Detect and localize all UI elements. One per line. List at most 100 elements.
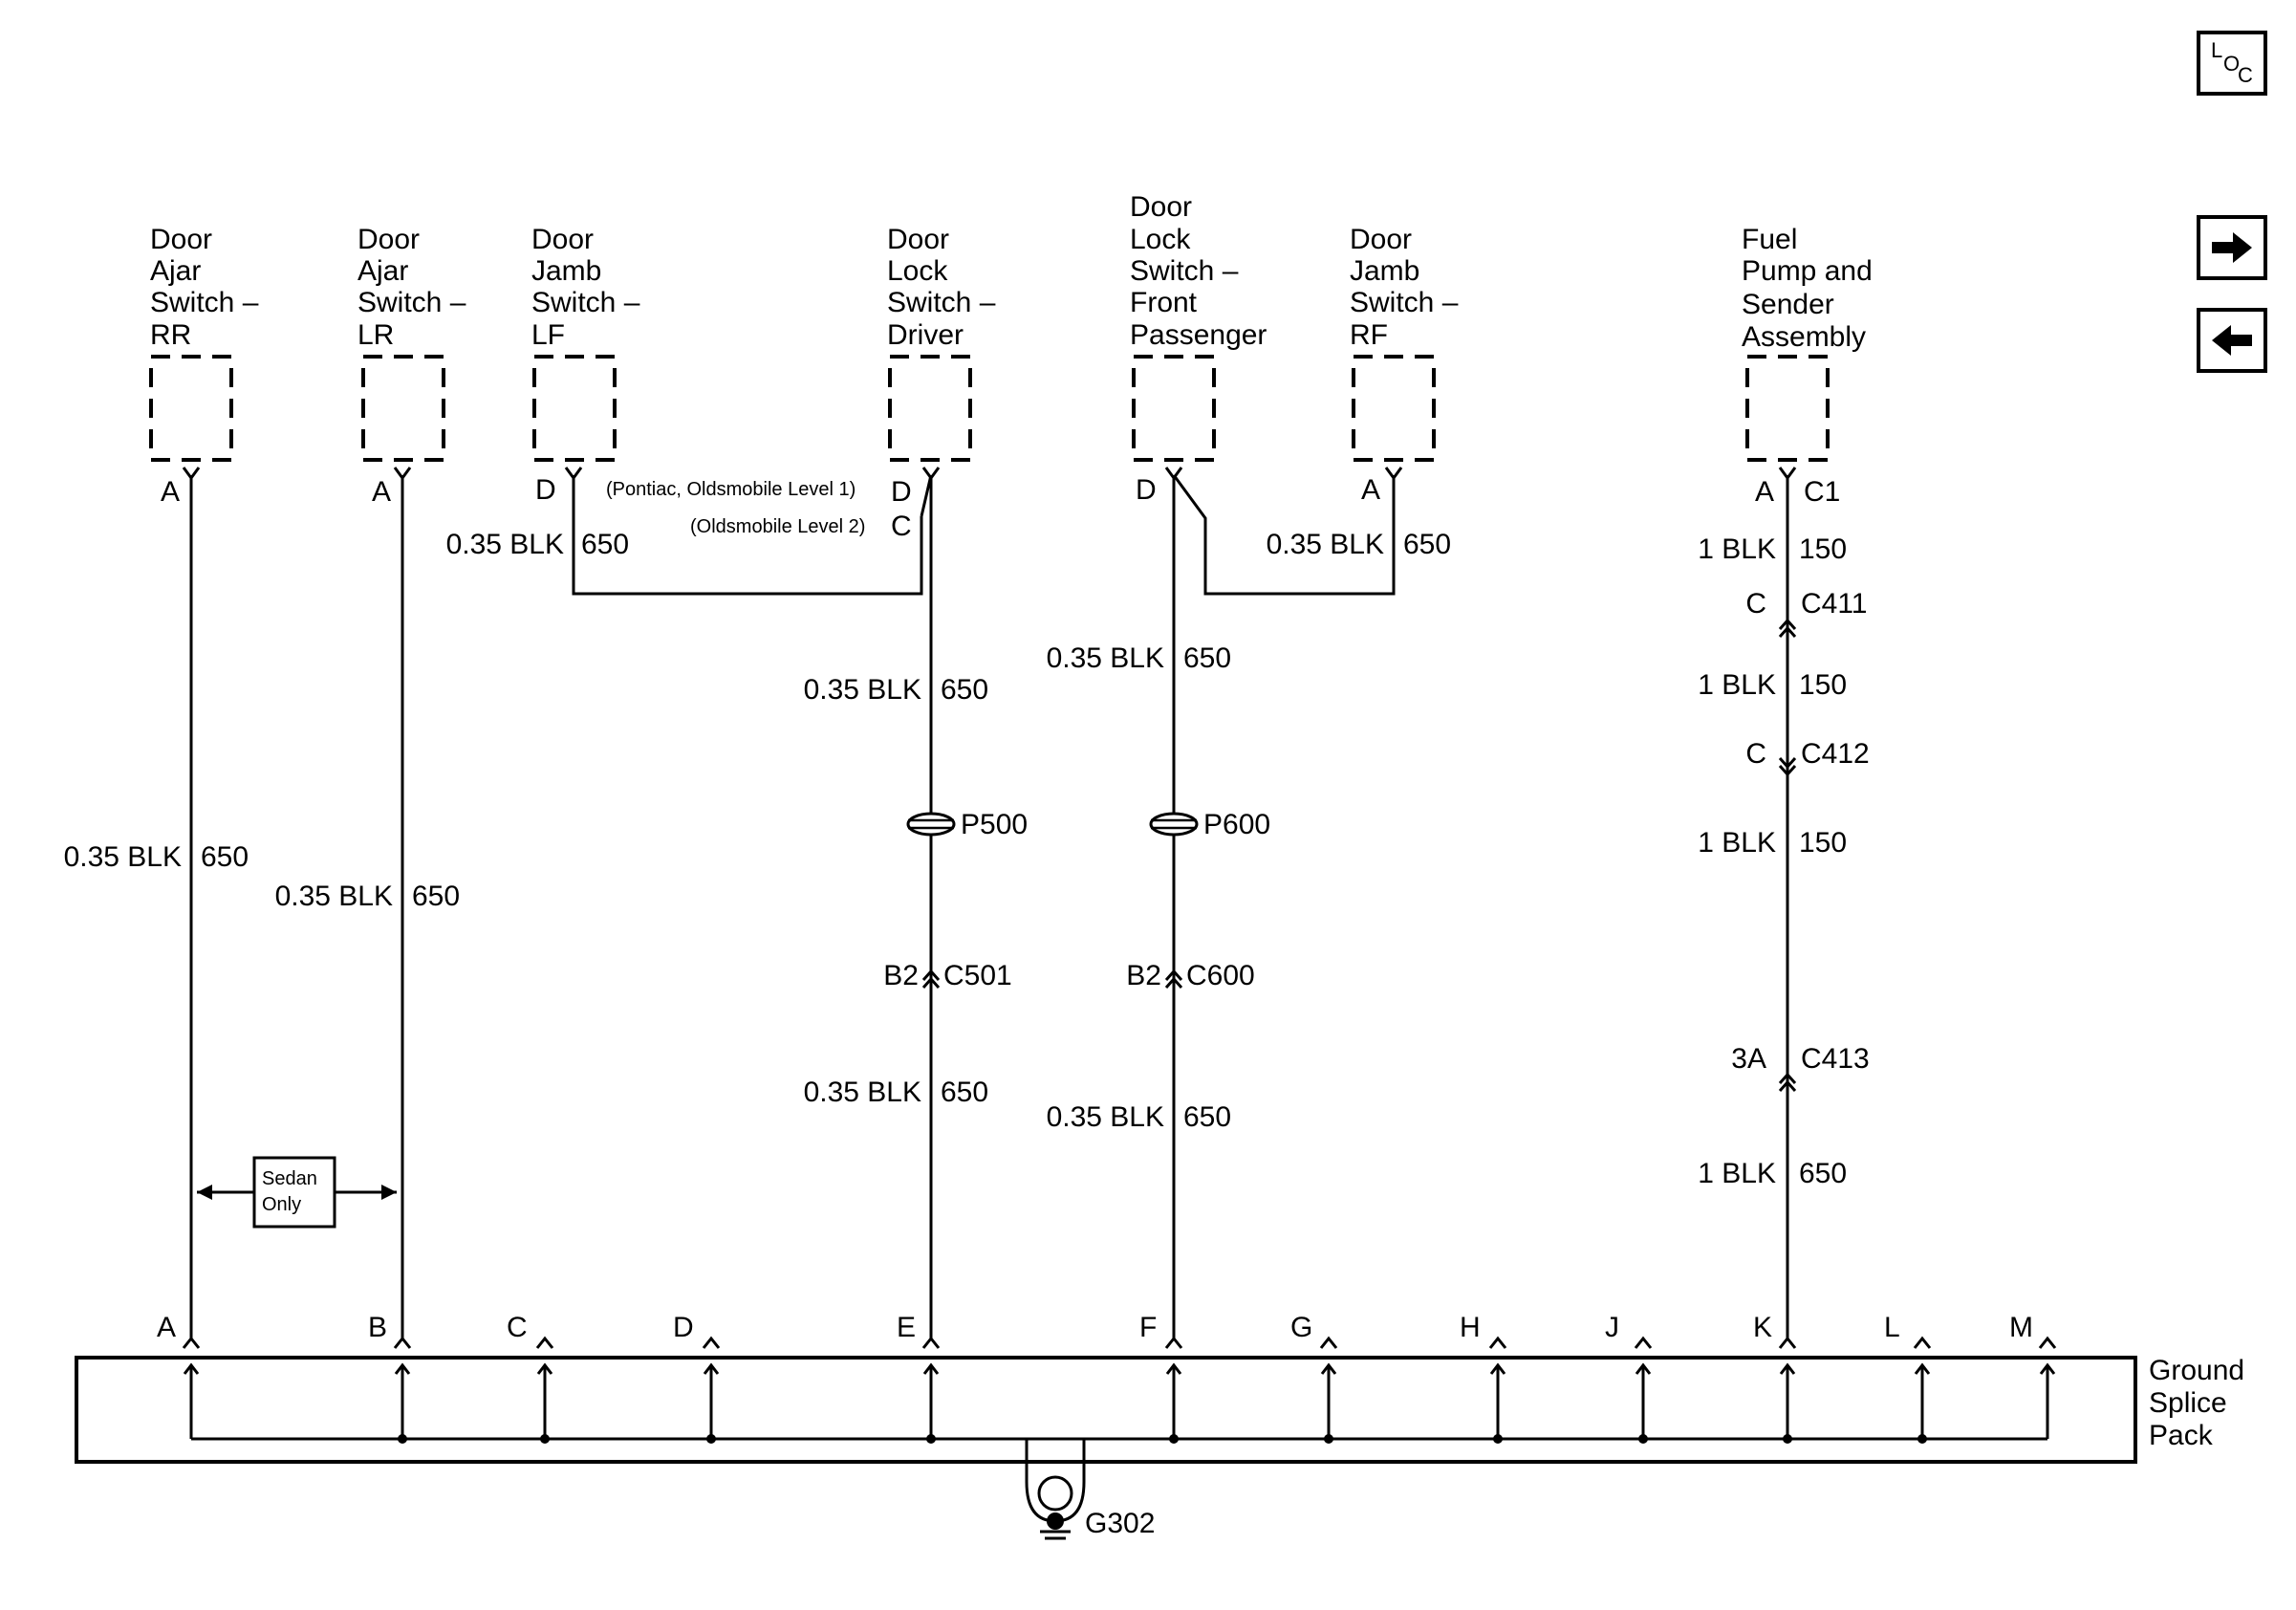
passenger-line5: Passenger xyxy=(1130,319,1267,351)
passenger-line3: Switch – xyxy=(1130,255,1239,287)
passenger-line1: Door xyxy=(1130,191,1192,223)
previous-page-button[interactable] xyxy=(2197,308,2267,373)
splice-junction-c xyxy=(540,1434,550,1444)
rr-line4: RR xyxy=(150,319,191,351)
c413-pin: 3A xyxy=(1731,1043,1766,1075)
wire-driver-upper-size: 0.35 BLK xyxy=(804,674,921,706)
wire-fuel-1-circuit: 150 xyxy=(1799,533,1847,565)
wire-pass-upper-size: 0.35 BLK xyxy=(1047,642,1164,674)
wire-fuel-2-size: 1 BLK xyxy=(1698,669,1776,701)
wire-fuel-3-size: 1 BLK xyxy=(1698,827,1776,859)
wire-pass-upper-circuit: 650 xyxy=(1183,642,1231,674)
splice-pin-label-k: K xyxy=(1753,1312,1772,1343)
wire-rr-size: 0.35 BLK xyxy=(64,841,182,873)
rr-line3: Switch – xyxy=(150,287,259,318)
splice-pin-caret-d xyxy=(702,1337,721,1350)
component-label-fuel: Fuel Pump and Sender Assembly xyxy=(1742,224,1873,353)
c501-pin: B2 xyxy=(883,960,919,991)
component-label-rf: Door Jamb Switch – RF xyxy=(1350,224,1459,351)
terminal-passenger xyxy=(1164,466,1183,480)
c411-label: C411 xyxy=(1801,588,1868,620)
splice-pack-box xyxy=(75,1356,2137,1464)
c600-label: C600 xyxy=(1186,960,1255,991)
component-label-driver: Door Lock Switch – Driver xyxy=(887,224,996,351)
loc-letter-l: L xyxy=(2211,38,2223,62)
fuel-line1: Fuel xyxy=(1742,224,1797,255)
next-page-button[interactable] xyxy=(2197,215,2267,280)
location-button[interactable]: L O C xyxy=(2197,31,2267,96)
lf-line1: Door xyxy=(531,224,594,255)
terminal-lr xyxy=(393,466,412,480)
pin-lr: A xyxy=(372,476,391,508)
ground-splice-pack: Ground Splice Pack xyxy=(75,1355,2244,1464)
splice-pin-label-l: L xyxy=(1884,1312,1900,1343)
lf-line2: Jamb xyxy=(531,255,601,287)
wire-fuel-4-circuit: 650 xyxy=(1799,1158,1847,1189)
splice-pin-label-f: F xyxy=(1139,1312,1157,1343)
option-pontiac: (Pontiac, Oldsmobile Level 1) xyxy=(606,479,856,500)
driver-line1: Door xyxy=(887,224,949,255)
rf-line4: RF xyxy=(1350,319,1388,351)
pin-lf: D xyxy=(535,474,556,506)
splice-junction-f xyxy=(1169,1434,1179,1444)
wire-driver-lower-circuit: 650 xyxy=(941,1077,988,1108)
wire-pass-lower-size: 0.35 BLK xyxy=(1047,1101,1164,1133)
pin-fuel: A xyxy=(1755,476,1774,508)
pin-rr: A xyxy=(161,476,180,508)
option-olds: (Oldsmobile Level 2) xyxy=(690,516,865,537)
splice-junction-b xyxy=(398,1434,407,1444)
note-line2: Only xyxy=(262,1194,301,1215)
wire-driver-lower-size: 0.35 BLK xyxy=(804,1077,921,1108)
splice-pin-label-j: J xyxy=(1605,1312,1619,1343)
splice-pin-caret-l xyxy=(1913,1337,1932,1350)
lr-line4: LR xyxy=(357,319,394,351)
splice-pin-label-g: G xyxy=(1290,1312,1312,1343)
lf-line3: Switch – xyxy=(531,287,640,318)
rr-line1: Door xyxy=(150,224,212,255)
wire-driver-option xyxy=(920,474,933,517)
sedan-only-note: Sedan Only xyxy=(197,1156,397,1229)
lf-line4: LF xyxy=(531,319,565,351)
wire-lr-size: 0.35 BLK xyxy=(275,881,393,912)
label-p600: P600 xyxy=(1203,809,1270,840)
loc-letter-c: C xyxy=(2238,63,2253,87)
c412-label: C412 xyxy=(1801,738,1870,770)
component-box-rr xyxy=(149,355,233,462)
splice-junction-h xyxy=(1493,1434,1503,1444)
splice-junction-k xyxy=(1783,1434,1792,1444)
c412-pin: C xyxy=(1745,738,1766,770)
grommet-p500 xyxy=(906,812,956,837)
pin-passenger: D xyxy=(1136,474,1157,506)
label-p500: P500 xyxy=(961,809,1028,840)
ground-label: G302 xyxy=(1085,1508,1155,1539)
component-label-lr: Door Ajar Switch – LR xyxy=(357,224,466,351)
note-line1: Sedan xyxy=(262,1168,317,1189)
wire-rf xyxy=(1172,474,1396,596)
splice-pin-label-b: B xyxy=(368,1312,387,1343)
component-label-passenger: Door Lock Switch – Front Passenger xyxy=(1130,191,1267,351)
terminal-fuel xyxy=(1778,466,1797,480)
component-box-driver xyxy=(888,355,972,462)
fuel-line4: Assembly xyxy=(1742,321,1866,353)
component-label-rr: Door Ajar Switch – RR xyxy=(150,224,259,351)
lr-line1: Door xyxy=(357,224,420,255)
rf-line3: Switch – xyxy=(1350,287,1459,318)
splice-pin-caret-e xyxy=(921,1337,941,1350)
splice-junction-j xyxy=(1638,1434,1648,1444)
splice-pin-caret-c xyxy=(535,1337,554,1350)
rf-line1: Door xyxy=(1350,224,1412,255)
grommet-p600 xyxy=(1149,812,1199,837)
wire-fuel-4-size: 1 BLK xyxy=(1698,1158,1776,1189)
terminal-lf xyxy=(564,466,583,480)
splice-pin-label-c: C xyxy=(507,1312,528,1343)
wire-fuel-1-size: 1 BLK xyxy=(1698,533,1776,565)
splice-pin-label-e: E xyxy=(897,1312,916,1343)
wire-pass-lower-circuit: 650 xyxy=(1183,1101,1231,1133)
component-terminals xyxy=(182,466,1797,480)
splice-pin-caret-f xyxy=(1164,1337,1183,1350)
passenger-line4: Front xyxy=(1130,287,1198,318)
terminal-rr xyxy=(182,466,201,480)
wire-rf-size: 0.35 BLK xyxy=(1267,529,1384,560)
splice-pin-caret-k xyxy=(1778,1337,1797,1350)
